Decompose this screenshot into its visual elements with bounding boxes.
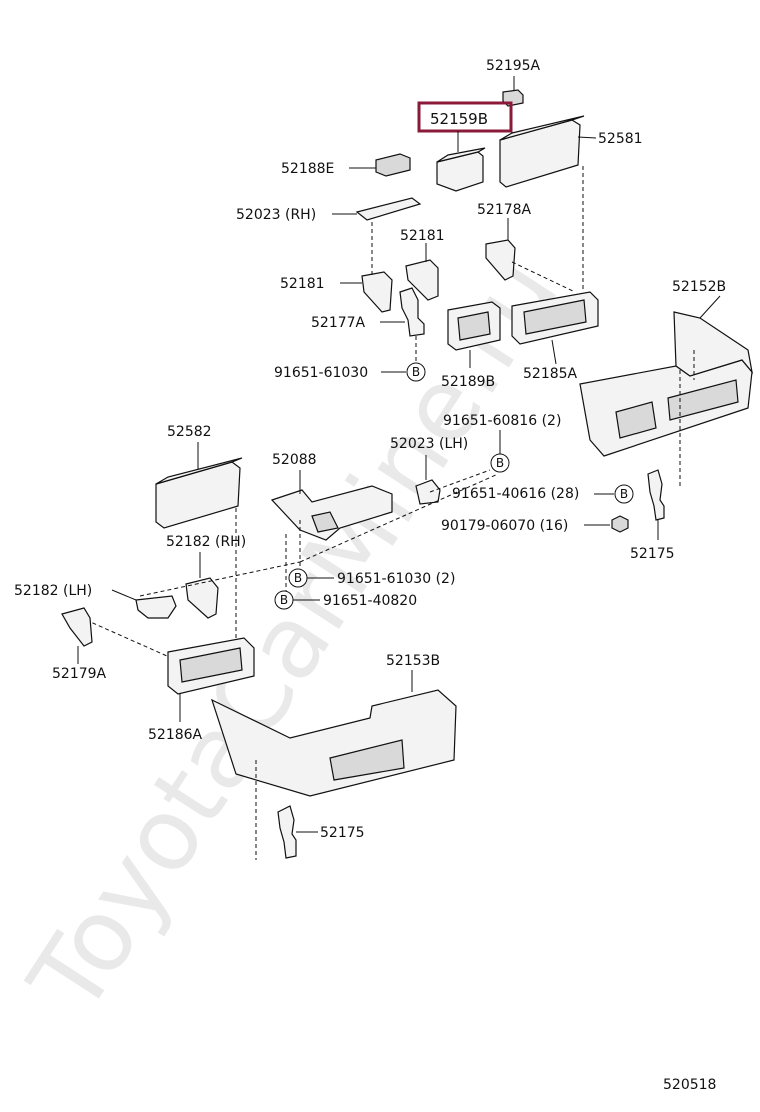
part-52152B-bumper-cover	[579, 295, 753, 457]
label-91651-40616: 91651-40616 (28)	[452, 486, 579, 502]
bolt-marker-icon	[490, 453, 510, 473]
label-52152B: 52152B	[672, 279, 726, 295]
bolt-marker-letter: B	[496, 456, 504, 470]
label-52581: 52581	[598, 131, 643, 147]
label-52186A: 52186A	[148, 727, 203, 743]
label-52159B: 52159B	[430, 110, 488, 128]
label-52182RH: 52182 (RH)	[166, 534, 246, 550]
part-52188E-block	[349, 153, 411, 177]
figure-code: 520518	[663, 1077, 716, 1093]
label-52177A: 52177A	[311, 315, 366, 331]
label-52195A: 52195A	[486, 58, 541, 74]
label-52582: 52582	[167, 424, 212, 440]
part-52179A-stay	[61, 607, 93, 664]
bolt-marker-icon	[614, 484, 634, 504]
highlight-box-52159B	[417, 101, 513, 133]
label-91651-40820: 91651-40820	[323, 593, 417, 609]
part-52185A-retainer	[511, 291, 599, 365]
label-52153B: 52153B	[386, 653, 440, 669]
label-52182LH: 52182 (LH)	[14, 583, 92, 599]
part-52181-stay-upper	[405, 243, 439, 301]
label-52175-right: 52175	[630, 546, 675, 562]
nut-icon	[611, 515, 629, 533]
part-52088-arm	[270, 470, 393, 541]
label-52178A: 52178A	[477, 202, 532, 218]
label-52181-left: 52181	[280, 276, 325, 292]
part-52178A-stay	[485, 218, 516, 281]
part-52581-reinforcement	[499, 115, 597, 188]
label-90179-06070: 90179-06070 (16)	[441, 518, 568, 534]
part-52182RH-stay	[185, 552, 219, 619]
bolt-marker-letter: B	[294, 571, 302, 585]
part-52582-reinforcement	[155, 442, 243, 529]
label-52175-bottom: 52175	[320, 825, 365, 841]
part-52153B-bumper-cover	[210, 689, 457, 797]
part-52186A-retainer	[167, 637, 255, 722]
label-91651-60816: 91651-60816 (2)	[443, 413, 561, 429]
part-52023RH-plate	[332, 197, 422, 221]
part-52189B-retainer	[447, 301, 501, 368]
label-52179A: 52179A	[52, 666, 107, 682]
label-91651-61030: 91651-61030	[274, 365, 368, 381]
label-52185A: 52185A	[523, 366, 578, 382]
label-52088: 52088	[272, 452, 317, 468]
part-52182LH-stay	[135, 595, 177, 619]
part-52159B-bracket	[436, 131, 486, 192]
label-52181-upper: 52181	[400, 228, 445, 244]
label-52188E: 52188E	[281, 161, 334, 177]
label-52023RH: 52023 (RH)	[236, 207, 316, 223]
watermark: ToyotaCarMine.ru	[6, 237, 580, 1034]
part-52181-stay-left	[340, 271, 393, 313]
label-91651-61030-2: 91651-61030 (2)	[337, 571, 455, 587]
label-52189B: 52189B	[441, 374, 495, 390]
label-52023LH: 52023 (LH)	[390, 436, 468, 452]
bolt-marker-icon	[406, 362, 426, 382]
bolt-marker-letter: B	[280, 593, 288, 607]
part-52175-bracket-bottom	[277, 805, 318, 859]
part-52023LH-plate	[415, 455, 441, 505]
bolt-marker-letter: B	[620, 487, 628, 501]
bolt-marker-letter: B	[412, 365, 420, 379]
part-52175-bracket-right	[647, 469, 665, 540]
part-52177A-bracket	[380, 287, 425, 337]
